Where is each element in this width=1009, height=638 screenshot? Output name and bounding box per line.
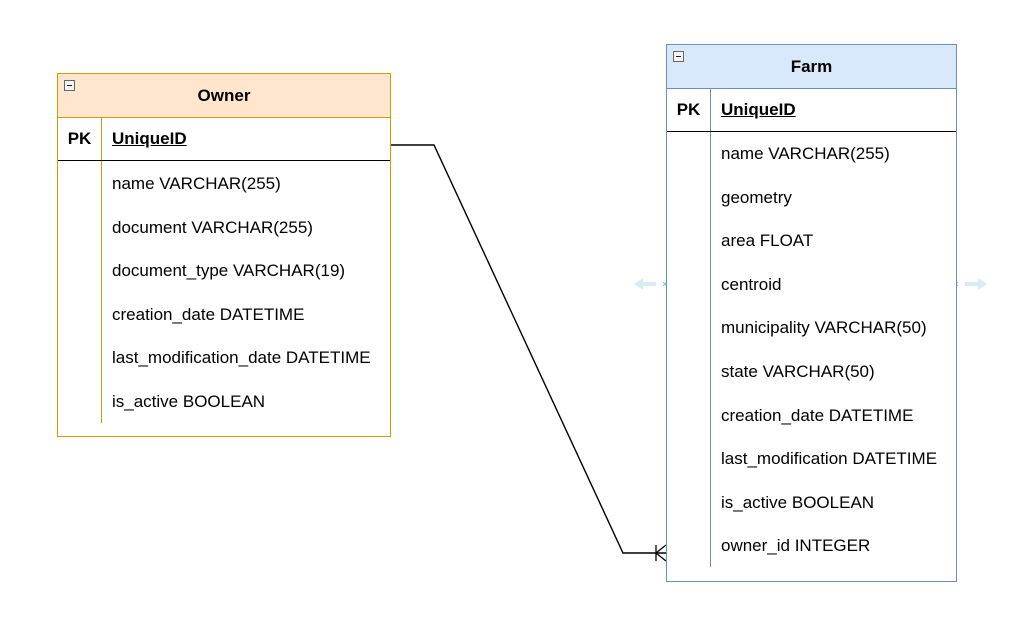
farm-field-row[interactable]: centroid <box>721 274 782 294</box>
farm-field-row[interactable]: last_modification DATETIME <box>721 449 938 469</box>
owner-pk-label: PK <box>67 129 92 148</box>
owner-table[interactable]: Owner PK UniqueID name VARCHAR(255) docu… <box>57 73 391 437</box>
farm-table-header[interactable]: Farm <box>667 45 956 89</box>
connector-line[interactable] <box>391 144 666 554</box>
crows-foot-icon <box>655 544 667 562</box>
farm-field-row[interactable]: owner_id INTEGER <box>721 536 871 556</box>
owner-field-row[interactable]: name VARCHAR(255) <box>112 174 281 193</box>
farm-field-row[interactable]: is_active BOOLEAN <box>721 492 875 512</box>
collapse-icon[interactable] <box>673 51 684 62</box>
owner-field-row[interactable]: last_modification_date DATETIME <box>112 348 371 367</box>
owner-field-row[interactable]: document VARCHAR(255) <box>112 217 313 237</box>
column-divider <box>710 89 711 131</box>
farm-field-row[interactable]: municipality VARCHAR(50) <box>721 318 927 338</box>
farm-field-row[interactable]: area FLOAT <box>721 231 814 251</box>
owner-table-header[interactable]: Owner <box>58 74 390 118</box>
owner-pk-field: UniqueID <box>112 129 187 148</box>
farm-pk-row[interactable]: PK UniqueID <box>667 89 956 132</box>
farm-pk-label: PK <box>676 100 701 119</box>
farm-attribute-list: name VARCHAR(255) geometry area FLOAT ce… <box>667 132 956 568</box>
owner-field-row[interactable]: document_type VARCHAR(19) <box>112 261 346 280</box>
owner-table-title: Owner <box>197 86 251 105</box>
farm-table[interactable]: Farm PK UniqueID name VARCHAR(255) geome… <box>666 44 957 582</box>
column-divider <box>101 161 102 423</box>
owner-attribute-list: name VARCHAR(255) document VARCHAR(255) … <box>58 161 390 423</box>
farm-field-row[interactable]: state VARCHAR(50) <box>721 361 875 381</box>
left-arrow-icon <box>634 278 656 290</box>
right-resize-handle[interactable] <box>953 278 987 290</box>
owner-field-row[interactable]: is_active BOOLEAN <box>112 391 266 411</box>
right-arrow-icon <box>965 278 987 290</box>
farm-field-row[interactable]: name VARCHAR(255) <box>721 144 890 163</box>
farm-field-row[interactable]: geometry <box>721 187 792 207</box>
column-divider <box>101 118 102 160</box>
farm-table-title: Farm <box>790 57 833 76</box>
owner-field-row[interactable]: creation_date DATETIME <box>112 304 305 324</box>
farm-pk-field: UniqueID <box>721 100 796 119</box>
owner-pk-row[interactable]: PK UniqueID <box>58 118 390 161</box>
collapse-icon[interactable] <box>64 80 75 91</box>
left-resize-handle[interactable] <box>634 278 668 290</box>
relationship-connector[interactable] <box>391 144 667 562</box>
farm-field-row[interactable]: creation_date DATETIME <box>721 405 914 425</box>
column-divider <box>710 132 711 567</box>
